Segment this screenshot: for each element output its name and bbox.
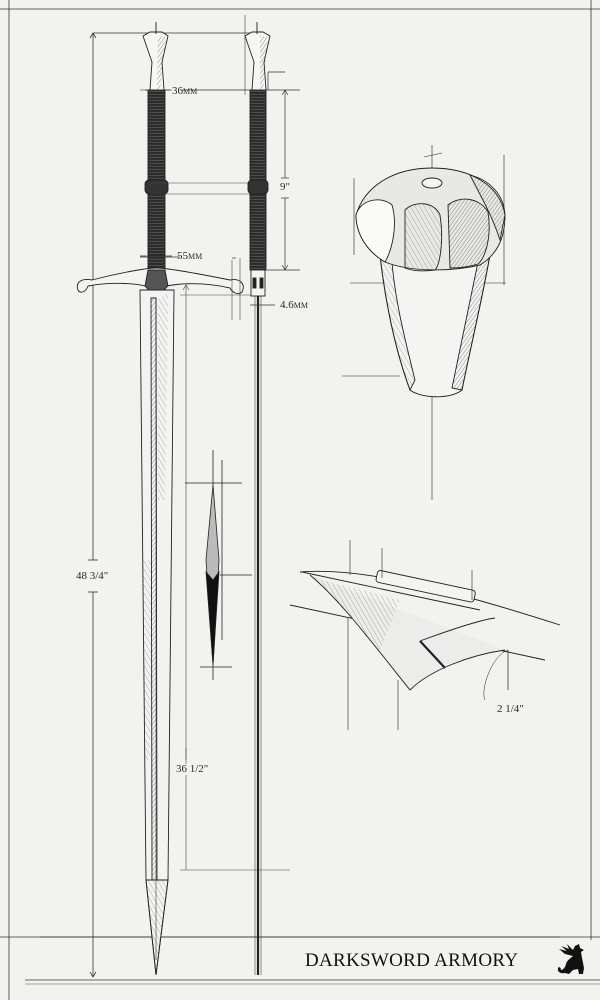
- width-markers: [140, 89, 275, 306]
- side-view: [244, 15, 271, 975]
- overall-length-label: 48 3/4": [76, 570, 109, 582]
- guard-width-label: 2 1/4": [497, 703, 524, 715]
- blade-cross-section: [185, 450, 252, 680]
- griffin-logo-icon: [557, 944, 584, 974]
- grip-length-label: 9": [280, 181, 290, 193]
- guard-detail: [289, 540, 561, 730]
- blade-length-label: 36 1/2": [176, 763, 209, 775]
- grip-width-label: 55mm: [177, 250, 203, 262]
- blade-thickness-label: 4.6mm: [280, 299, 308, 311]
- brand-name: DARKSWORD ARMORY: [305, 950, 519, 971]
- pommel-detail: [342, 145, 506, 500]
- pommel-width-label: 36mm: [172, 85, 198, 97]
- grip-length-dimension: [182, 71, 300, 271]
- front-view: [76, 22, 244, 976]
- overall-length-dimension: [40, 32, 560, 978]
